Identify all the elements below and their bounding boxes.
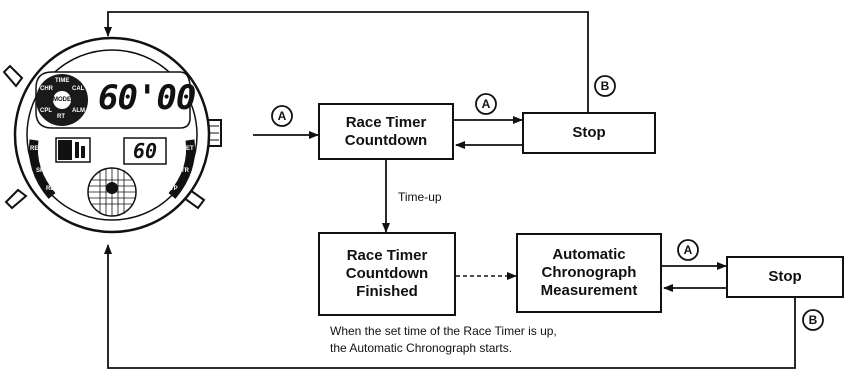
button-b-badge-1 <box>594 75 616 97</box>
button-a-badge-1 <box>271 105 293 127</box>
watch-left-label: RES <box>46 186 59 192</box>
watch-left-label: SPL <box>36 168 48 174</box>
button-a-badge-3 <box>677 239 699 261</box>
badge-letter-a: A <box>277 109 287 123</box>
left-button-arc <box>28 139 56 199</box>
watch-right-label: STP <box>166 186 178 192</box>
button-a-badge-2 <box>475 93 497 115</box>
watch-small-digits: 60 <box>132 139 158 163</box>
arrow-b-loop-bottom <box>104 244 796 369</box>
watch-ring-label: CHR <box>40 86 53 92</box>
watch-ring-label: RT <box>57 114 65 120</box>
watch-mode-label: MODE <box>53 97 71 103</box>
watch-ring-label: ALM <box>72 108 85 114</box>
arrow-b-loop-top <box>104 11 589 112</box>
watch-ring-label: TIME <box>55 78 70 84</box>
badge-letter-a: A <box>683 243 693 257</box>
watch-main-digits: 60'00 <box>98 78 196 118</box>
time-up-label: Time-up <box>398 190 442 204</box>
badge-letter-b: B <box>600 79 610 93</box>
button-b-badge-2 <box>802 309 824 331</box>
badge-letter-a: A <box>481 97 491 111</box>
automatic-chronograph-box: Automatic Chronograph Measurement <box>516 233 662 313</box>
race-timer-countdown-box: Race Timer Countdown <box>318 103 454 160</box>
stop-box-top: Stop <box>522 112 656 154</box>
stop-box-bottom: Stop <box>726 256 844 298</box>
watch-illustration <box>2 36 222 234</box>
badge-letter-b: B <box>808 313 818 327</box>
explanatory-note: When the set time of the Race Timer is u… <box>330 324 557 355</box>
race-timer-finished-box: Race Timer Countdown Finished <box>318 232 456 316</box>
right-button-arc <box>168 139 196 199</box>
watch-ring-label: CAL <box>72 86 85 92</box>
pusher-bottom-left <box>4 188 28 210</box>
small-lcd-frame <box>123 137 167 165</box>
watch-ring-label: CPL <box>40 108 52 114</box>
watch-left-label: REL <box>30 146 42 152</box>
watch-right-label: SET <box>182 146 194 152</box>
watch-right-label: STR <box>177 168 189 174</box>
pusher-top-left <box>2 64 24 88</box>
